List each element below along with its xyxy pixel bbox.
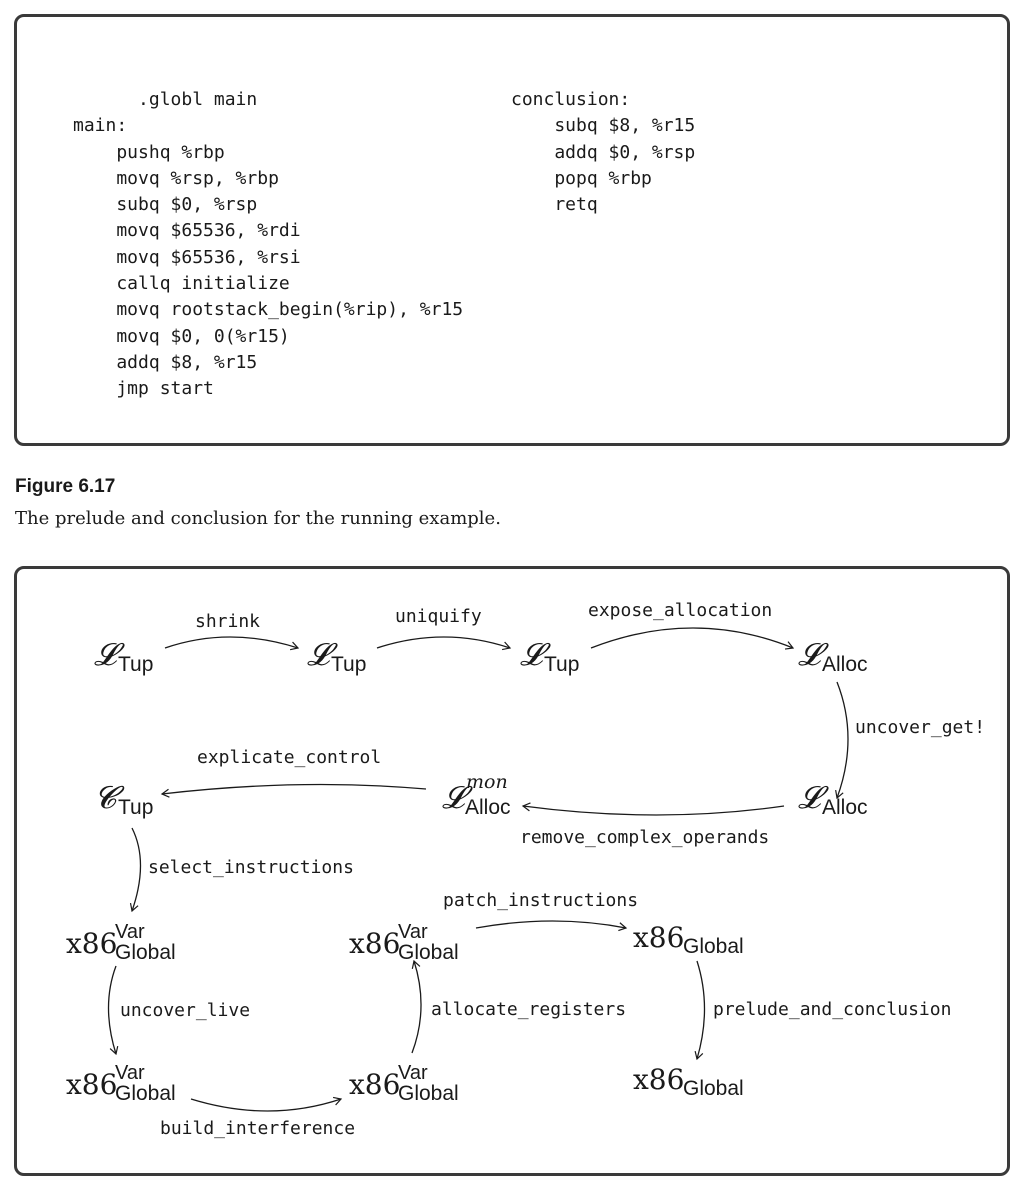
prelude-line: movq $65536, %rdi (73, 220, 301, 242)
svg-text:Global: Global (398, 941, 459, 964)
node-x86-var-global-1: x86 Var Global (66, 921, 176, 964)
code-listing-box: .globl main main: pushq %rbp movq %rsp, %… (14, 14, 1010, 446)
label-shrink: shrink (195, 611, 260, 632)
svg-text:x86: x86 (66, 1068, 117, 1101)
arrow-uncover-live (107, 965, 119, 1056)
svg-text:Tup: Tup (118, 796, 153, 819)
label-uncover-live: uncover_live (120, 1000, 250, 1021)
svg-text:x86: x86 (349, 927, 400, 960)
arrow-remove-complex-operands (521, 802, 785, 816)
svg-text:Var: Var (398, 921, 428, 943)
arrow-allocate-registers (411, 959, 422, 1054)
label-patch-instructions: patch_instructions (443, 890, 638, 911)
compiler-pass-diagram: shrink uniquify expose_allocation uncove… (66, 600, 985, 1139)
node-l-alloc-2: 𝓛 Alloc (798, 780, 868, 819)
svg-text:Alloc: Alloc (465, 796, 511, 819)
svg-text:x86: x86 (633, 1063, 684, 1096)
node-x86-var-global-2: x86 Var Global (66, 1062, 176, 1105)
svg-text:Var: Var (115, 921, 145, 943)
svg-text:Global: Global (398, 1082, 459, 1105)
node-l-tup-2: 𝓛 Tup (307, 637, 366, 676)
node-c-tup: 𝓒 Tup (94, 780, 153, 819)
svg-text:Tup: Tup (118, 653, 153, 676)
arrow-uncover-get (835, 681, 849, 800)
svg-text:Var: Var (115, 1062, 145, 1084)
code-prelude: .globl main main: pushq %rbp movq %rsp, %… (73, 87, 463, 403)
label-build-interference: build_interference (160, 1118, 355, 1139)
prelude-line: movq $0, 0(%r15) (73, 325, 290, 347)
prelude-line: main: (73, 115, 128, 137)
node-x86-global-2: x86 Global (633, 1063, 744, 1100)
arrow-build-interference (190, 1096, 343, 1112)
label-remove-complex-operands: remove_complex_operands (520, 827, 769, 848)
node-x86-var-global-3: x86 Var Global (349, 921, 459, 964)
code-conclusion: conclusion: subq $8, %r15 addq $0, %rsp … (511, 87, 695, 218)
arrow-uniquify (376, 636, 512, 651)
svg-text:Global: Global (115, 1082, 176, 1105)
conclusion-line: addq $0, %rsp (511, 141, 696, 163)
prelude-line: pushq %rbp (73, 141, 225, 163)
svg-text:mon: mon (466, 771, 508, 793)
conclusion-line: popq %rbp (511, 167, 652, 189)
prelude-line: .globl main (73, 89, 258, 110)
label-prelude-and-conclusion: prelude_and_conclusion (713, 999, 951, 1020)
node-l-alloc-mon: 𝓛 mon Alloc (442, 771, 511, 819)
label-select-instructions: select_instructions (148, 857, 354, 878)
arrow-prelude-and-conclusion (694, 960, 706, 1061)
svg-text:Alloc: Alloc (822, 653, 868, 676)
svg-text:Alloc: Alloc (822, 796, 868, 819)
node-l-alloc-1: 𝓛 Alloc (798, 637, 868, 676)
label-uniquify: uniquify (395, 606, 482, 627)
node-x86-var-global-4: x86 Var Global (349, 1062, 459, 1105)
prelude-line: jmp start (73, 378, 214, 400)
node-x86-global-1: x86 Global (633, 921, 744, 958)
svg-text:Tup: Tup (331, 653, 366, 676)
conclusion-line: conclusion: (511, 89, 631, 110)
svg-text:Global: Global (683, 935, 744, 958)
svg-text:x86: x86 (633, 921, 684, 954)
prelude-line: movq rootstack_begin(%rip), %r15 (73, 299, 464, 321)
node-l-tup-1: 𝓛 Tup (94, 637, 153, 676)
conclusion-line: subq $8, %r15 (511, 115, 696, 137)
prelude-line: movq $65536, %rsi (73, 246, 301, 268)
svg-text:Var: Var (398, 1062, 428, 1084)
svg-text:Tup: Tup (544, 653, 579, 676)
svg-text:x86: x86 (66, 927, 117, 960)
arrow-patch-instructions (475, 920, 628, 932)
svg-text:Global: Global (115, 941, 176, 964)
label-uncover-get: uncover_get! (855, 717, 985, 738)
prelude-line: addq $8, %r15 (73, 351, 258, 373)
arrow-explicate-control (160, 783, 427, 798)
prelude-line: subq $0, %rsp (73, 194, 258, 216)
figure-caption: The prelude and conclusion for the runni… (15, 508, 501, 529)
label-explicate-control: explicate_control (197, 747, 381, 768)
label-allocate-registers: allocate_registers (431, 999, 626, 1020)
arrow-shrink (164, 636, 300, 651)
arrow-select-instructions (129, 827, 142, 913)
label-expose-allocation: expose_allocation (588, 600, 772, 621)
figure-label: Figure 6.17 (15, 476, 116, 497)
svg-text:Global: Global (683, 1077, 744, 1100)
node-l-tup-3: 𝓛 Tup (520, 637, 579, 676)
compiler-pass-diagram-box (14, 566, 1010, 1176)
arrow-expose-allocation (590, 627, 795, 650)
svg-text:x86: x86 (349, 1068, 400, 1101)
prelude-line: callq initialize (73, 273, 290, 295)
conclusion-line: retq (511, 194, 598, 216)
prelude-line: movq %rsp, %rbp (73, 167, 279, 189)
